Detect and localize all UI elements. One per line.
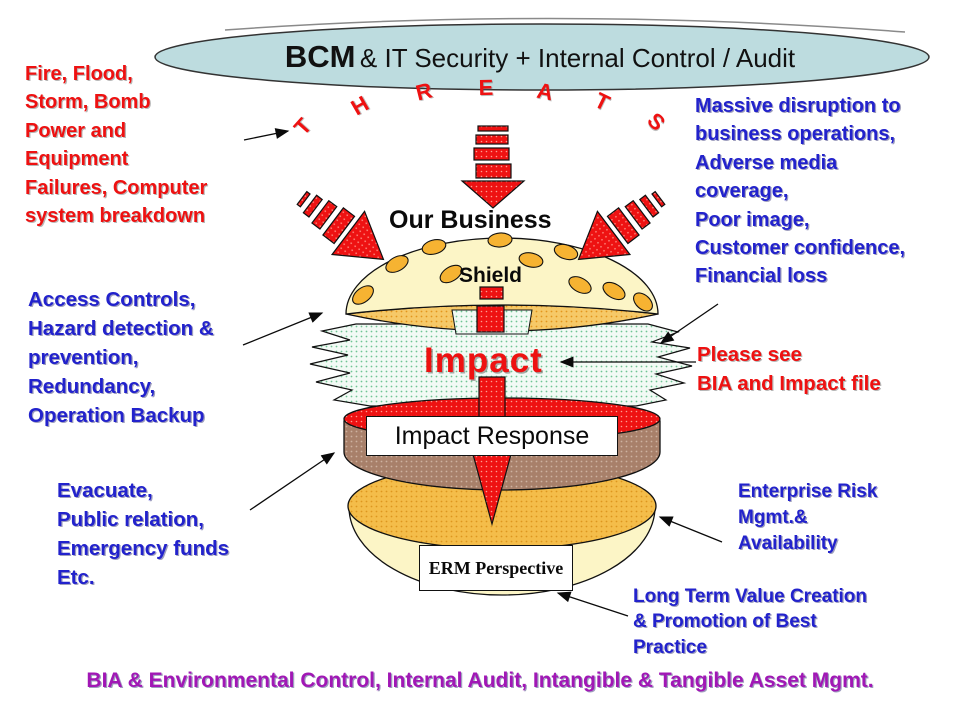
our-business-label: Our Business xyxy=(389,206,552,234)
footer-text: BIA & Environmental Control, Internal Au… xyxy=(86,669,874,692)
sesame-seed xyxy=(487,232,513,248)
sesame-seed xyxy=(439,264,463,284)
impact-label: Impact xyxy=(424,341,543,380)
sesame-seed xyxy=(633,292,653,312)
shield-label: Shield xyxy=(459,264,523,287)
slide-title: BCM & IT Security + Internal Control / A… xyxy=(160,36,920,84)
right-striped-threat-arrow xyxy=(577,190,666,261)
sesame-seed xyxy=(385,255,409,273)
erm-perspective-label: ERM Perspective xyxy=(428,557,564,578)
sesame-seed xyxy=(518,252,544,268)
callout-consequences: Massive disruption to business operation… xyxy=(695,95,906,288)
connector-arrows xyxy=(242,128,723,617)
sesame-seeds xyxy=(352,232,653,312)
connector-threat-examples xyxy=(243,128,290,141)
callout-threat-examples: Fire, Flood, Storm, Bomb Power and Equip… xyxy=(25,63,208,227)
impact-response-label: Impact Response xyxy=(394,421,590,450)
sesame-seed xyxy=(352,285,374,305)
callout-impact-reference: Please see BIA and Impact file xyxy=(697,343,881,396)
connector-value-creation xyxy=(556,591,629,617)
callout-response-actions: Evacuate, Public relation, Emergency fun… xyxy=(57,479,230,590)
sesame-seed xyxy=(553,243,579,261)
impact-response-box: Impact Response xyxy=(366,416,618,456)
sesame-seed xyxy=(568,276,592,294)
title-ellipse-shadow-arc xyxy=(224,17,906,33)
sesame-seed xyxy=(421,239,447,255)
callout-shield-measures: Access Controls, Hazard detection & prev… xyxy=(28,288,214,428)
left-striped-threat-arrow xyxy=(296,190,385,261)
connector-shield-measures xyxy=(242,312,324,346)
erm-perspective-box: ERM Perspective xyxy=(419,545,573,591)
connector-impact-reference xyxy=(659,303,719,344)
callout-erm-availability: Enterprise Risk Mgmt.& Availability xyxy=(738,481,878,555)
connector-erm-availability xyxy=(658,516,723,543)
title-rest: & IT Security + Internal Control / Audit xyxy=(359,43,796,73)
threat-letter: E xyxy=(478,74,494,101)
callout-value-creation: Long Term Value Creation & Promotion of … xyxy=(633,586,868,658)
connector-response-actions xyxy=(249,452,336,511)
impact-starburst xyxy=(309,323,693,407)
piercing-arrow-segments xyxy=(470,286,514,527)
title-ellipse xyxy=(154,23,930,91)
title-emphasis: BCM xyxy=(284,39,356,74)
sesame-seed xyxy=(602,281,626,301)
central-threat-arrow xyxy=(460,125,526,209)
